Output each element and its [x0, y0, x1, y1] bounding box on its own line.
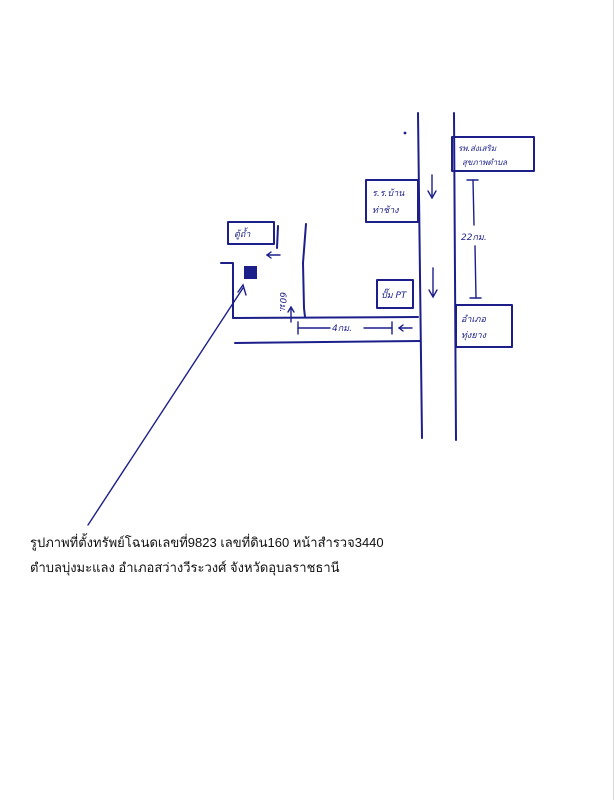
arrow-down-2-head: [428, 289, 438, 299]
landmark-box-health-center: [451, 136, 535, 172]
health-center-label-line1: รพ.ส่งเสริม: [458, 144, 497, 153]
arrow-small-head: [265, 251, 272, 259]
landmark-label-top-left: ตู้ถ้ำ: [234, 227, 251, 240]
v-distance-line-bottom: [474, 245, 477, 299]
landmark-box-top-left: [227, 221, 275, 245]
district-label-line1: อำเภอ: [461, 314, 486, 325]
landmark-box-school: [365, 179, 419, 223]
lane-stub-top: [276, 225, 279, 249]
v-distance-line-top: [472, 179, 475, 226]
pointer-arrow-line: [87, 287, 244, 526]
distance-label-side: 60ม.: [277, 292, 287, 312]
caption-line-1: รูปภาพที่ตั้งทรัพย์โฉนดเลขที่9823 เลขที่…: [30, 535, 384, 550]
main-road-left-edge: [417, 112, 423, 439]
lot-outline: [220, 262, 234, 319]
pointer-arrow-head: [237, 283, 247, 296]
school-label-line2: ท่าช้าง: [372, 205, 399, 216]
property-marker: [244, 266, 257, 279]
district-label-line2: ทุ่งยาง: [461, 331, 487, 341]
side-road-bottom-edge: [234, 340, 421, 344]
ink-dot: [403, 131, 407, 135]
shop-label: ปั๊ม PT: [381, 288, 408, 301]
main-road-right-edge: [453, 112, 457, 441]
health-center-label-line2: สุขภาพตำบล: [462, 158, 508, 168]
arrow-up-head: [287, 305, 295, 313]
side-road-top-edge: [232, 316, 419, 319]
small-lane-right: [302, 223, 307, 318]
landmark-box-shop: [376, 279, 414, 309]
landmark-box-district: [455, 304, 513, 348]
caption-line-2: ตำบลบุ่งมะแลง อำเภอสว่างวีระวงศ์ จังหวัด…: [30, 560, 340, 575]
arrow-left-head: [397, 324, 404, 332]
distance-label-vertical: 22กม.: [461, 233, 487, 243]
school-label-line1: ร.ร.บ้าน: [372, 188, 405, 199]
arrow-down-1-head: [427, 190, 437, 200]
distance-label-horizontal: 4กม.: [332, 324, 352, 334]
